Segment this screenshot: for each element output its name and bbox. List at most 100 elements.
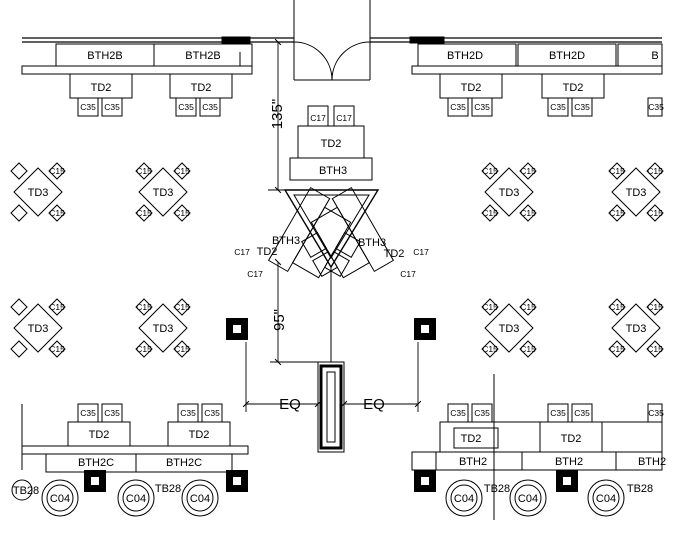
booth-label: BTH2B <box>185 50 220 62</box>
chair-label: C35 <box>450 408 466 418</box>
chair-label: C35 <box>104 102 120 112</box>
chair-label: C35 <box>202 102 218 112</box>
table-label: TD3 <box>28 187 49 199</box>
chair-label: C17 <box>247 269 263 279</box>
booth-label: BTH2D <box>549 50 585 62</box>
table-label: TB28 <box>484 483 510 495</box>
double-door <box>293 0 371 81</box>
table-label: TD2 <box>461 82 482 94</box>
chair-label: C15 <box>520 344 536 354</box>
booth-label: BTH3 <box>319 165 347 177</box>
booth-label: BTH3 <box>272 235 300 247</box>
chair-label: C15 <box>482 208 498 218</box>
chair-label: C35 <box>648 102 664 112</box>
table-label: TD2 <box>91 82 112 94</box>
chair-label: C15 <box>174 166 190 176</box>
chair-label: C35 <box>178 102 194 112</box>
chair-label: C15 <box>647 344 663 354</box>
chair-label: C35 <box>180 408 196 418</box>
chair-label: C15 <box>49 302 65 312</box>
chair-label: C15 <box>647 166 663 176</box>
table-label: TD2 <box>461 433 482 445</box>
table-label: TD2 <box>563 82 584 94</box>
booth-row-top-right <box>411 43 663 117</box>
booth-row-top-left <box>21 43 253 117</box>
chair-label: C17 <box>413 247 429 257</box>
round-chairs <box>11 479 625 517</box>
chair-label: C15 <box>482 344 498 354</box>
booth-label: BTH2C <box>166 457 202 469</box>
chair-label: C15 <box>49 208 65 218</box>
chair-label: C35 <box>104 408 120 418</box>
chair-label: C35 <box>80 102 96 112</box>
dimension-lines <box>242 38 422 412</box>
table-label: TD2 <box>384 248 405 260</box>
booth-label: BTH2 <box>638 456 666 468</box>
chair-label: C17 <box>400 269 416 279</box>
chair-label: C15 <box>136 344 152 354</box>
table-label: TD2 <box>321 138 342 150</box>
booth-label: BTH2B <box>87 50 122 62</box>
chair-label: C35 <box>574 408 590 418</box>
table-label: TB28 <box>627 483 653 495</box>
chair-label: C15 <box>174 344 190 354</box>
table-label: TD3 <box>499 323 520 335</box>
chair-label: C04 <box>454 493 474 505</box>
table-label: TD3 <box>499 187 520 199</box>
chair-label: C15 <box>609 302 625 312</box>
booth-label: BTH2D <box>447 50 483 62</box>
chair-label: C17 <box>336 113 352 123</box>
chair-label: C15 <box>482 166 498 176</box>
chair-label: C15 <box>647 302 663 312</box>
chair-label: C15 <box>647 208 663 218</box>
chair-label: C35 <box>550 408 566 418</box>
diamond-tables <box>10 162 664 358</box>
chair-label: C35 <box>574 102 590 112</box>
chair-label: C15 <box>482 302 498 312</box>
chair-label: C04 <box>596 493 616 505</box>
table-label: TD3 <box>626 187 647 199</box>
central-booth-cluster <box>267 105 395 362</box>
chair-label: C35 <box>648 408 664 418</box>
chair-label: C04 <box>126 493 146 505</box>
table-label: TD2 <box>561 433 582 445</box>
top-wall <box>22 36 662 44</box>
dimension-eq-left: EQ <box>279 396 301 413</box>
booth-label: BTH3 <box>358 237 386 249</box>
chair-label: C15 <box>609 208 625 218</box>
chair-label: C35 <box>550 102 566 112</box>
table-label: TD2 <box>89 429 110 441</box>
chair-label: C15 <box>609 166 625 176</box>
chair-label: C35 <box>80 408 96 418</box>
table-label: TD2 <box>257 246 278 258</box>
booth-row-bottom-left <box>21 403 249 473</box>
booth-label: BTH2C <box>78 457 114 469</box>
dimension-eq-right: EQ <box>363 396 385 413</box>
table-label: TD2 <box>189 429 210 441</box>
chair-label: C35 <box>474 408 490 418</box>
chair-label: C15 <box>174 302 190 312</box>
booth-row-bottom-right <box>411 374 663 520</box>
chair-label: C15 <box>136 302 152 312</box>
c15-labels: C15 C15 C15 C15 C15 C15 C15 C15 C15 C15 … <box>49 166 663 354</box>
dimension-top: 135" <box>269 99 286 129</box>
dimension-mid: 95" <box>271 309 288 331</box>
chair-label: C17 <box>234 247 250 257</box>
chair-label: C04 <box>518 493 538 505</box>
table-label: TB28 <box>13 485 39 497</box>
chair-label: C35 <box>450 102 466 112</box>
chair-label: C17 <box>310 113 326 123</box>
booth-label-cut: B <box>651 50 658 62</box>
chair-label: C35 <box>204 408 220 418</box>
chair-label: C04 <box>50 493 70 505</box>
chair-label: C15 <box>49 344 65 354</box>
host-stand <box>317 361 345 453</box>
chair-label: C15 <box>174 208 190 218</box>
booth-label: BTH2 <box>555 456 583 468</box>
table-label: TD3 <box>28 323 49 335</box>
table-label: TD3 <box>626 323 647 335</box>
table-label: TD3 <box>153 323 174 335</box>
chair-label: C15 <box>49 166 65 176</box>
chair-label: C15 <box>520 208 536 218</box>
